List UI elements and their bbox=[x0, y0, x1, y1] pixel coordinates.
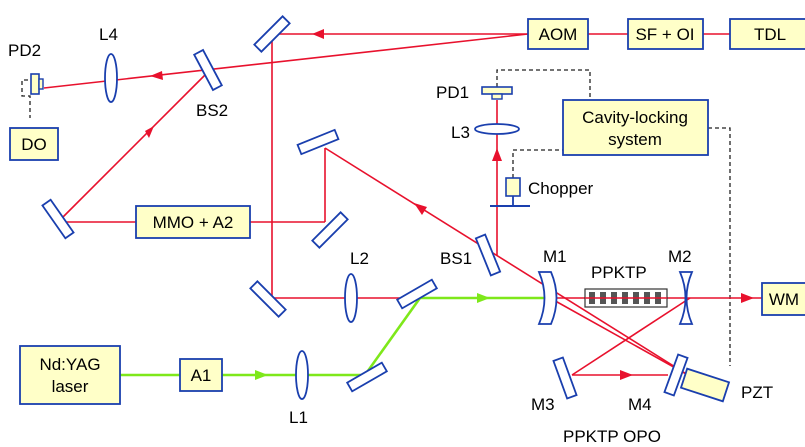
component-labels: PD2 L4 BS2 PD1 L3 Chopper L2 BS1 M1 PPKT… bbox=[8, 25, 773, 446]
svg-text:system: system bbox=[608, 130, 662, 149]
beam-m2-m3 bbox=[571, 297, 691, 376]
lens-l2 bbox=[344, 273, 358, 323]
mmo-a2-box: MMO + A2 bbox=[135, 205, 251, 239]
beamsplitter-bs1 bbox=[474, 233, 502, 277]
arrow-up-l3 bbox=[492, 148, 502, 161]
photodiode-pd1 bbox=[481, 86, 513, 100]
svg-text:AOM: AOM bbox=[539, 25, 578, 44]
arrow-up-to-bs2 bbox=[145, 126, 154, 138]
arrowheads bbox=[145, 29, 754, 380]
beamsplitter-bs2 bbox=[192, 48, 224, 92]
mirror-green-upper bbox=[395, 278, 439, 310]
beam-m1-m4 bbox=[549, 297, 689, 376]
label-pd2: PD2 bbox=[8, 41, 41, 60]
lens-l1 bbox=[295, 350, 309, 400]
label-m2: M2 bbox=[668, 247, 692, 266]
label-chopper: Chopper bbox=[528, 179, 594, 198]
mirror-m3 bbox=[552, 356, 578, 400]
tdl-box: TDL bbox=[729, 18, 805, 50]
mirror-m2 bbox=[678, 271, 694, 325]
label-bs2: BS2 bbox=[196, 101, 228, 120]
sf-oi-box: SF + OI bbox=[627, 18, 704, 50]
mirror-m4 bbox=[663, 353, 689, 397]
beam-aom-pd2 bbox=[43, 33, 529, 89]
svg-text:WM: WM bbox=[769, 290, 799, 309]
mirror-m1 bbox=[537, 271, 558, 325]
label-m3: M3 bbox=[531, 395, 555, 414]
chopper-to-cavity-wire bbox=[512, 149, 563, 178]
arrow-back-beam bbox=[414, 203, 427, 215]
label-m4: M4 bbox=[628, 395, 652, 414]
label-l3: L3 bbox=[451, 123, 470, 142]
label-m1: M1 bbox=[543, 247, 567, 266]
arrow-m3-m4 bbox=[620, 370, 633, 380]
ndyag-laser-box: Nd:YAG laser bbox=[19, 345, 121, 405]
wm-box: WM bbox=[761, 282, 805, 316]
pzt-block bbox=[679, 367, 731, 403]
lens-l4 bbox=[104, 53, 118, 103]
arrow-to-wm bbox=[741, 293, 754, 303]
svg-text:Nd:YAG: Nd:YAG bbox=[39, 355, 100, 374]
lens-l3 bbox=[474, 123, 520, 135]
green-diagonal bbox=[363, 297, 422, 376]
svg-text:MMO + A2: MMO + A2 bbox=[153, 213, 234, 232]
mirror-far-left bbox=[41, 198, 75, 240]
cavity-to-pzt-wire bbox=[708, 127, 731, 366]
beam-m4-back bbox=[324, 147, 689, 376]
cavity-locking-box: Cavity-locking system bbox=[562, 99, 709, 156]
svg-text:A1: A1 bbox=[191, 366, 212, 385]
label-l1: L1 bbox=[289, 408, 308, 427]
svg-text:laser: laser bbox=[52, 377, 89, 396]
optics bbox=[30, 15, 731, 403]
chopper bbox=[490, 177, 530, 207]
pd2-to-do-wire bbox=[21, 79, 31, 118]
pd1-to-cavity-wire bbox=[496, 69, 591, 100]
mirror-mid-top bbox=[296, 128, 340, 156]
label-pzt: PZT bbox=[741, 383, 773, 402]
a1-box: A1 bbox=[179, 358, 223, 392]
mirror-green-lower bbox=[345, 361, 389, 393]
label-l4: L4 bbox=[99, 25, 118, 44]
mirror-lower-left bbox=[249, 280, 287, 318]
do-box: DO bbox=[9, 127, 59, 161]
svg-text:SF + OI: SF + OI bbox=[635, 25, 694, 44]
svg-text:DO: DO bbox=[21, 135, 47, 154]
arrow-green-cavity bbox=[477, 293, 490, 303]
photodiode-pd2 bbox=[30, 73, 44, 95]
label-bs1: BS1 bbox=[440, 249, 472, 268]
mirror-mid-lower bbox=[311, 211, 349, 249]
arrow-to-pd2 bbox=[150, 71, 163, 80]
beam-up-to-bs2 bbox=[57, 74, 206, 223]
equipment-boxes: AOM SF + OI TDL DO Cavity-locking system… bbox=[9, 18, 805, 405]
arrow-green-a1 bbox=[255, 370, 268, 380]
label-l2: L2 bbox=[350, 249, 369, 268]
electrical-connections bbox=[21, 69, 731, 366]
svg-text:TDL: TDL bbox=[754, 25, 786, 44]
ppktp-crystal bbox=[584, 288, 668, 308]
label-pd1: PD1 bbox=[436, 83, 469, 102]
arrow-aom-left bbox=[312, 29, 324, 39]
svg-text:Cavity-locking: Cavity-locking bbox=[582, 108, 688, 127]
label-ppktp: PPKTP bbox=[591, 263, 647, 282]
caption-ppktp-opo: PPKTP OPO bbox=[563, 427, 661, 446]
mirror-top-left bbox=[253, 15, 291, 53]
aom-box: AOM bbox=[527, 18, 589, 50]
